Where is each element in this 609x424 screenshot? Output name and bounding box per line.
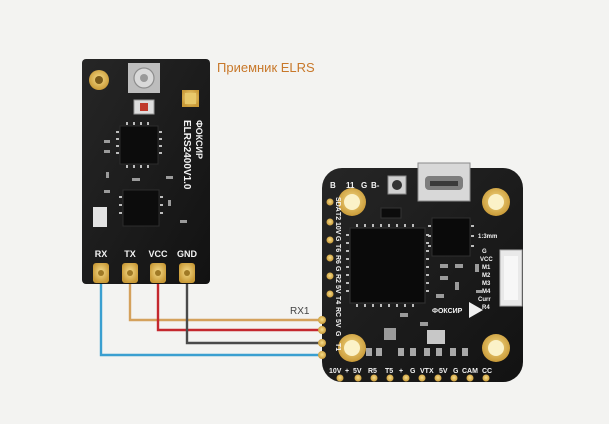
fc-right-label-vcc: VCC xyxy=(480,257,493,263)
fc-right-label-curr: Curr xyxy=(478,297,491,303)
fc-top-label-b: B xyxy=(330,181,336,190)
fc-right-label-m3: M3 xyxy=(482,281,491,287)
fc-right-label-r4: R4 xyxy=(482,305,490,311)
fc-top-label-bminus: B- xyxy=(371,181,380,190)
fc-left-label-5v2: 5V xyxy=(334,319,341,328)
receiver-chip xyxy=(116,122,162,168)
wire-tx-r4 xyxy=(128,282,322,322)
fc-bottom-label-5v1: 5V xyxy=(353,368,362,375)
pin-label-gnd: GND xyxy=(177,249,198,259)
fc-right-label-m4: M4 xyxy=(482,289,491,295)
fc-bottom-label-cc: CC xyxy=(482,368,492,375)
receiver-title: Приемник ELRS xyxy=(217,60,315,75)
fc-bottom-label-5v2: 5V xyxy=(439,368,448,375)
motor-connector xyxy=(499,249,523,307)
fc-bottom-pads xyxy=(336,374,490,382)
orientation-arrow xyxy=(469,302,483,318)
usb-connector xyxy=(417,162,471,202)
fc-left-label-t1: T1 xyxy=(334,343,341,351)
pin-label-tx: TX xyxy=(124,249,136,259)
flight-controller: B 11 G B- xyxy=(318,162,523,382)
fc-left-label-rc: RC xyxy=(334,307,341,317)
fc-left-label-5v1: 5V xyxy=(334,285,341,294)
wire-rx-t1 xyxy=(99,282,322,357)
fc-bottom-label-g1: G xyxy=(410,368,416,375)
fc-right-label-m1: M1 xyxy=(482,265,491,271)
fc-brand: ФОКСИР xyxy=(432,308,463,315)
wire-vcc-5v xyxy=(156,282,322,332)
receiver-pin-pads xyxy=(93,263,195,283)
fc-left-label-sda: SDA xyxy=(334,197,341,212)
receiver-brand: ФОКСИР xyxy=(194,120,204,159)
fc-left-label-g1: G xyxy=(334,236,341,242)
fc-left-label-g2: G xyxy=(334,266,341,272)
pin-label-vcc: VCC xyxy=(148,249,168,259)
fc-bottom-label-t5: T5 xyxy=(385,368,393,375)
wire-gnd-g xyxy=(185,282,322,345)
fc-left-label-r2: R2 xyxy=(334,274,341,283)
fc-right-label-m2: M2 xyxy=(482,273,491,279)
fc-left-pads xyxy=(318,198,334,359)
wires xyxy=(99,282,322,357)
fc-top-label-g: G xyxy=(361,181,367,190)
connector-label-rx1: RX1 xyxy=(290,306,310,317)
fc-left-label-10v: 10V xyxy=(334,222,341,235)
fc-bottom-label-10v: 10V xyxy=(329,368,342,375)
elrs-receiver: ФОКСИР ELRS2400V1.0 RX TX VCC GND xyxy=(82,59,210,284)
ufl-connector xyxy=(128,63,160,115)
fc-bottom-label-r5: R5 xyxy=(368,368,377,375)
fc-bottom-label-g2: G xyxy=(453,368,459,375)
receiver-model: ELRS2400V1.0 xyxy=(181,120,192,190)
fc-bottom-label-cam: CAM xyxy=(462,368,478,375)
fc-left-label-t4: T4 xyxy=(334,296,341,304)
fc-left-label-r6: R6 xyxy=(334,255,341,264)
fc-bottom-label-vtx: VTX xyxy=(420,368,434,375)
mounting-holes xyxy=(338,188,510,362)
fc-bottom-label-plus2: + xyxy=(399,368,403,375)
fc-left-label-t2: T2 xyxy=(334,212,341,220)
fc-bottom-label-plus1: + xyxy=(345,368,349,375)
boot-button xyxy=(387,175,407,195)
pin-label-rx: RX xyxy=(95,249,108,259)
fc-right-label-scale: 1:3mm xyxy=(478,234,497,240)
fc-left-label-t6: T6 xyxy=(334,244,341,252)
fc-right-label-g: G xyxy=(482,249,487,255)
fc-mcu xyxy=(346,224,429,307)
fc-top-label-11: 11 xyxy=(346,181,355,190)
fc-left-label-g3: G xyxy=(334,331,341,337)
